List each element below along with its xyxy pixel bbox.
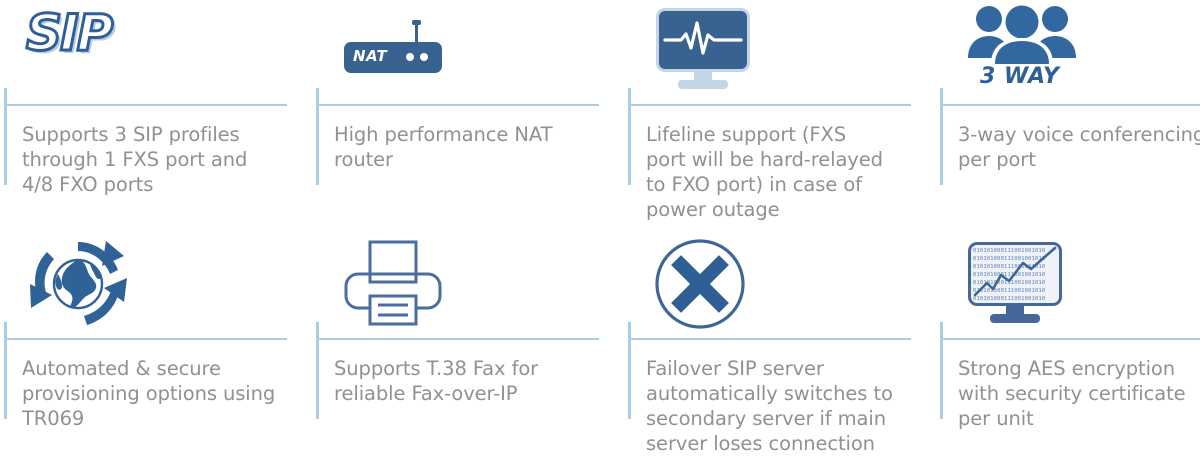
svg-text:010101000111001001010: 010101000111001001010: [973, 272, 1045, 278]
feature-text: Supports 3 SIP profiles through 1 FXS po…: [22, 123, 248, 196]
icon-zone: [624, 234, 936, 338]
icon-zone: [624, 0, 936, 104]
accent-rule-vertical: [628, 322, 631, 419]
accent-rule-vertical: [316, 322, 319, 419]
divider-rule-horizontal: [316, 338, 599, 340]
feature-cell-failover-server: Failover SIP server automatically switch…: [624, 234, 936, 469]
accent-rule-vertical: [628, 88, 631, 185]
binary-chart-glyph: 010101000111001001010 010101000111001001…: [971, 245, 1059, 303]
led-dot-2: [420, 53, 428, 61]
people-glyph: [968, 2, 1076, 64]
icon-zone: NAT: [312, 0, 624, 104]
svg-text:010101000111001001010: 010101000111001001010: [973, 264, 1045, 270]
monitor-binary-chart-icon: 010101000111001001010 010101000111001001…: [968, 242, 1064, 326]
nat-label: NAT: [353, 47, 388, 65]
feature-cell-nat-router: NAT High performance NAT router: [312, 0, 624, 234]
three-people-icon: 3 WAY: [962, 2, 1082, 98]
monitor-screen: 010101000111001001010 010101000111001001…: [968, 242, 1062, 306]
monitor-heartbeat-icon: [656, 8, 752, 92]
accent-rule-vertical: [4, 88, 7, 185]
icon-zone: [0, 234, 312, 338]
svg-text:010101000111001001010: 010101000111001001010: [973, 296, 1045, 302]
divider-rule-horizontal: [940, 338, 1200, 340]
feature-text: Strong AES encryption with security cert…: [958, 357, 1186, 430]
sip-logo-icon: SIP: [24, 4, 114, 62]
accent-rule-vertical: [4, 322, 7, 419]
icon-zone: 010101000111001001010 010101000111001001…: [936, 234, 1200, 338]
accent-rule-vertical: [940, 88, 943, 185]
feature-text: Supports T.38 Fax for reliable Fax-over-…: [334, 357, 539, 405]
circle-x-icon: [652, 236, 748, 332]
feature-text: Automated & secure provisioning options …: [22, 357, 276, 430]
icon-zone: 3 WAY: [936, 0, 1200, 104]
three-way-label: 3 WAY: [980, 64, 1060, 89]
nat-router-icon: NAT: [344, 18, 444, 80]
divider-rule-horizontal: [628, 104, 911, 106]
feature-text: Lifeline support (FXS port will be hard-…: [646, 123, 883, 221]
divider-rule-horizontal: [4, 338, 287, 340]
monitor-neck: [694, 72, 712, 82]
monitor-neck: [1006, 306, 1024, 316]
feature-cell-auto-provisioning: Automated & secure provisioning options …: [0, 234, 312, 469]
monitor-base: [678, 80, 728, 89]
globe-arrows-glyph: [30, 241, 127, 325]
feature-cell-aes-encryption: 010101000111001001010 010101000111001001…: [936, 234, 1200, 469]
accent-rule-vertical: [316, 88, 319, 185]
accent-rule-vertical: [940, 322, 943, 419]
feature-text: Failover SIP server automatically switch…: [646, 357, 893, 455]
svg-text:010101000111001001010: 010101000111001001010: [973, 256, 1045, 262]
printer-glyph: [344, 240, 442, 326]
printer-fax-icon: [342, 236, 446, 330]
divider-rule-horizontal: [4, 104, 287, 106]
feature-text: 3-way voice conferencing per port: [958, 123, 1200, 171]
svg-text:010101000111001001010: 010101000111001001010: [973, 280, 1045, 286]
antenna-tip: [412, 20, 421, 25]
feature-cell-lifeline-support: Lifeline support (FXS port will be hard-…: [624, 0, 936, 234]
monitor-screen: [656, 8, 750, 72]
heartbeat-line: [663, 21, 743, 55]
divider-rule-horizontal: [940, 104, 1200, 106]
feature-text: High performance NAT router: [334, 123, 553, 171]
monitor-base: [990, 314, 1040, 323]
divider-rule-horizontal: [628, 338, 911, 340]
divider-rule-horizontal: [316, 104, 599, 106]
circle-x-glyph: [655, 239, 745, 329]
feature-cell-sip-profiles: SIP Supports 3 SIP profiles through 1 FX…: [0, 0, 312, 234]
icon-zone: SIP: [0, 0, 312, 104]
icon-zone: [312, 234, 624, 338]
svg-text:010101000111001001010: 010101000111001001010: [973, 248, 1045, 254]
led-dot-1: [406, 53, 414, 61]
antenna-shaft: [415, 22, 418, 44]
feature-cell-t38-fax: Supports T.38 Fax for reliable Fax-over-…: [312, 234, 624, 469]
globe-refresh-icon: [28, 236, 128, 332]
feature-cell-three-way-conferencing: 3 WAY 3-way voice conferencing per port: [936, 0, 1200, 234]
svg-text:010101000111001001010: 010101000111001001010: [973, 288, 1045, 294]
